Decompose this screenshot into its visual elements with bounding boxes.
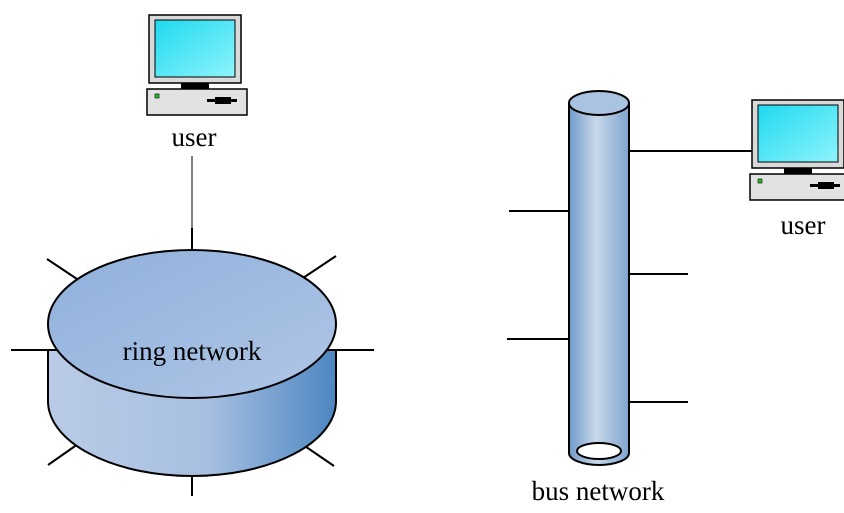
bus-network: bus network [507,90,752,506]
bus-user[interactable]: user [749,99,844,240]
ring-user[interactable]: user [146,14,248,229]
bus-network-label: bus network [532,476,665,506]
desktop-computer-icon [146,14,248,116]
ring-spokes [11,228,374,496]
ring-network: ring network [11,228,374,496]
ring-network-label: ring network [123,336,262,366]
ring-user-label: user [172,122,217,152]
bus-branches [507,150,752,403]
desktop-computer-icon [749,99,844,201]
ring-network-cylinder-icon [47,249,337,477]
bus-network-pipe-icon [568,90,630,466]
bus-user-label: user [781,210,826,240]
